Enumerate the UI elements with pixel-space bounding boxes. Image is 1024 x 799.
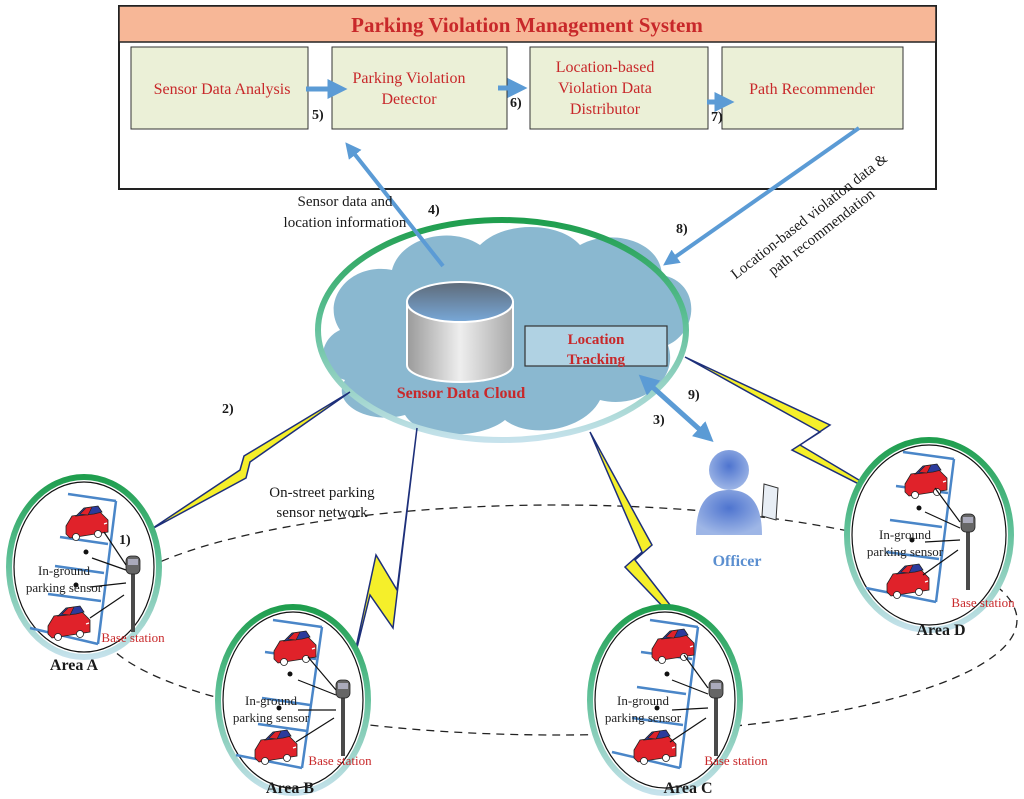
area-name: Area A	[50, 657, 99, 674]
module-label: Distributor	[570, 101, 641, 118]
area-b	[215, 604, 371, 796]
base-station-label: Base station	[308, 753, 372, 768]
step-3: 3)	[653, 413, 665, 428]
step-2: 2)	[222, 402, 234, 417]
system-title: Parking Violation Management System	[351, 13, 703, 37]
step-1: 1)	[119, 533, 131, 548]
officer-icon	[696, 450, 779, 535]
system-title-bar	[118, 5, 937, 43]
sensor-label: In-ground	[38, 563, 90, 578]
module-sensor-data-analysis: Sensor Data Analysis	[130, 46, 309, 130]
cloud-ring	[315, 217, 689, 443]
location-tracking-box: Location	[524, 325, 668, 367]
module-violation-data-distributor: Location-based Violation Data Distributo…	[529, 46, 709, 130]
area-a	[6, 474, 162, 660]
sensor-label: parking sensor	[605, 710, 682, 725]
module-label: Violation Data	[558, 80, 652, 97]
bolt-area-b	[348, 427, 418, 681]
network-annotation: sensor network	[276, 505, 368, 521]
sensor-data-annotation: Sensor data and	[298, 194, 393, 210]
network-annotation: On-street parking	[269, 485, 375, 501]
tracking-label: Location	[568, 332, 625, 348]
area-name: Area B	[266, 780, 314, 797]
base-station-label: Base station	[101, 630, 165, 645]
area-name: Area D	[916, 622, 965, 639]
sensor-label: parking sensor	[26, 580, 103, 595]
area-c	[587, 604, 743, 796]
module-label: Detector	[381, 91, 437, 108]
step-6: 6)	[510, 96, 522, 111]
step-9: 9)	[688, 388, 700, 403]
area-labels: In-ground parking sensor Base station Ar…	[26, 527, 1015, 797]
area-d	[844, 437, 1014, 633]
data-flow-arrows	[306, 78, 861, 443]
sensor-label: parking sensor	[233, 710, 310, 725]
sensor-label: parking sensor	[867, 544, 944, 559]
arrow-8	[663, 126, 861, 266]
sensor-label: In-ground	[879, 527, 931, 542]
sensor-data-annotation: location information	[284, 215, 407, 231]
sensor-label: In-ground	[617, 693, 669, 708]
step-7: 7)	[711, 110, 723, 125]
officer-label: Officer	[713, 553, 762, 570]
module-label: Path Recommender	[749, 81, 875, 98]
base-station-label: Base station	[704, 753, 768, 768]
step-numbers: 1) 2) 3) 4) 5) 6) 7) 8) 9)	[119, 96, 723, 548]
module-path-recommender: Path Recommender	[721, 46, 904, 130]
module-parking-violation-detector: Parking Violation Detector	[331, 46, 508, 130]
sensor-data-cloud: Location Tracking Sensor Data Cloud	[315, 217, 692, 443]
arrow-3-9	[638, 374, 714, 443]
tracking-label-2: Tracking	[567, 352, 626, 368]
step-8: 8)	[676, 222, 688, 237]
module-label: Location-based	[556, 59, 655, 76]
sensor-label: In-ground	[245, 693, 297, 708]
module-label: Sensor Data Analysis	[154, 81, 291, 98]
database-icon	[406, 281, 514, 383]
arrow-4	[345, 142, 445, 268]
base-station-label: Base station	[951, 595, 1015, 610]
area-name: Area C	[663, 780, 712, 797]
module-label: Parking Violation	[353, 70, 466, 87]
cloud-label: Sensor Data Cloud	[397, 385, 526, 402]
step-5: 5)	[312, 108, 324, 123]
step-4: 4)	[428, 203, 440, 218]
system-panel: Parking Violation Management System Sens…	[118, 5, 937, 190]
